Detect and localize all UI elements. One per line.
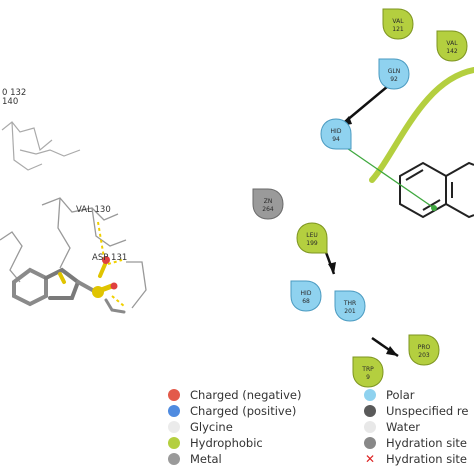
residue-number: 9: [366, 374, 370, 381]
view-3d: 0 132 140 VAL 130: [0, 88, 147, 314]
residue-name: HID: [301, 290, 312, 297]
residue-node-shape: [252, 188, 284, 220]
residue-node-shape: [382, 8, 414, 40]
residue-number: 68: [302, 298, 310, 305]
residue-name: THR: [343, 300, 356, 307]
residue-node-shape: [408, 334, 440, 366]
hydrophobic-swatch-icon: [168, 437, 180, 449]
residue-number: 199: [306, 240, 318, 247]
residue-node-shape: [436, 30, 468, 62]
glycine-swatch-icon: [168, 421, 180, 433]
charged-negative-swatch-icon: [168, 389, 180, 401]
protein-wire-mid: [0, 197, 147, 309]
residue-name: LEU: [306, 232, 318, 239]
residue-number: 201: [344, 308, 356, 315]
residue-number: 203: [418, 352, 430, 359]
residue-number: 142: [446, 48, 458, 55]
hydration-site-swatch-icon: [364, 437, 376, 449]
residue-label-asp131: ASP 131: [92, 253, 127, 263]
residue-node-shape: [334, 290, 366, 322]
legend-item-hydrophobic: Hydrophobic: [168, 436, 263, 450]
ligand-2d: [399, 161, 474, 219]
legend-item-hydration-site-displaced: ✕ Hydration site: [364, 452, 467, 466]
ligand-3d: [12, 256, 126, 314]
charged-positive-swatch-icon: [168, 405, 180, 417]
residue-name: VAL: [446, 40, 458, 47]
residue-node-shape: [378, 58, 410, 90]
protein-wire-top: [1, 121, 81, 171]
residue-name: HID: [331, 128, 342, 135]
residue-node-shape: [296, 222, 328, 254]
water-swatch-icon: [364, 421, 376, 433]
residue-node-shape: [320, 118, 352, 150]
residue-number: 264: [262, 206, 274, 213]
hbond-arrowhead: [386, 346, 398, 356]
residue-name: PRO: [418, 344, 431, 351]
pi-stacking-line: [337, 141, 435, 209]
legend-item-metal: Metal: [168, 452, 222, 466]
legend: Charged (negative) Charged (positive) Gl…: [168, 388, 474, 474]
hbond-3d: [97, 221, 125, 307]
residue-label-val130: VAL 130: [76, 205, 111, 215]
pocket-outline: [369, 67, 474, 183]
ring-centroid: [431, 205, 437, 211]
legend-item-glycine: Glycine: [168, 420, 233, 434]
unspecified-swatch-icon: [364, 405, 376, 417]
legend-item-charged-positive: Charged (positive): [168, 404, 296, 418]
polar-swatch-icon: [364, 389, 376, 401]
x-mark-icon: ✕: [364, 452, 376, 466]
legend-item-charged-negative: Charged (negative): [168, 388, 302, 402]
residue-node-shape: [352, 356, 384, 388]
hbond-arrowhead: [328, 262, 336, 274]
legend-item-water: Water: [364, 420, 420, 434]
metal-swatch-icon: [168, 453, 180, 465]
legend-item-polar: Polar: [364, 388, 415, 402]
residue-number: 121: [392, 26, 404, 33]
residue-number: 94: [332, 136, 340, 143]
residue-label-top-a: 0 132: [2, 88, 26, 98]
residue-name: VAL: [392, 18, 404, 25]
residue-name: GLN: [388, 68, 400, 75]
residue-label-top-b: 140: [2, 97, 18, 107]
residue-name: TRP: [361, 366, 374, 373]
residue-number: 92: [390, 76, 398, 83]
legend-item-hydration-site: Hydration site: [364, 436, 467, 450]
residue-node-shape: [290, 280, 322, 312]
residue-name: ZN: [264, 198, 273, 205]
legend-item-unspecified: Unspecified re: [364, 404, 468, 418]
